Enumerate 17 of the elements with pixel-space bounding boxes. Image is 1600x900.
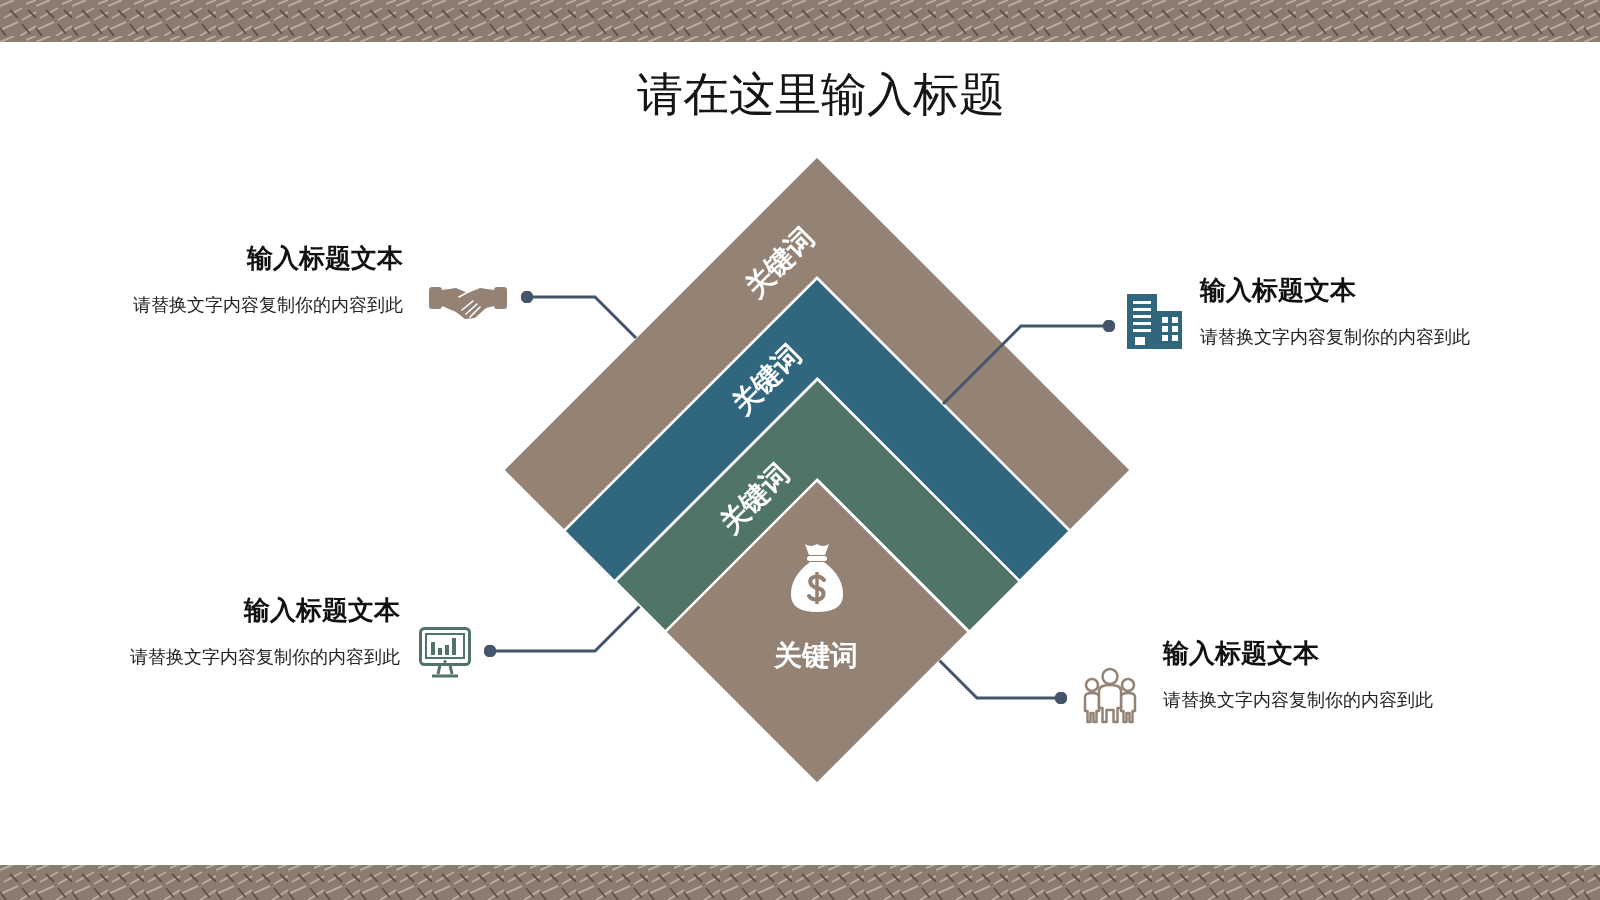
body-text: 请替换文字内容复制你的内容到此: [130, 645, 400, 669]
keyword-label: 关键词: [714, 458, 796, 540]
keyword-label: 关键词: [726, 339, 808, 421]
heading: 输入标题文本: [247, 242, 403, 274]
title: 请在这里输入标题: [637, 66, 1005, 123]
heading: 输入标题文本: [244, 594, 400, 626]
keyword-label: 关键词: [774, 640, 858, 672]
leader-line: [941, 319, 1116, 406]
body-text: 请替换文字内容复制你的内容到此: [133, 293, 403, 317]
heading: 输入标题文本: [1163, 637, 1319, 669]
leader-line: [938, 659, 1068, 705]
heading: 输入标题文本: [1200, 274, 1356, 306]
leader-line: [520, 290, 638, 340]
body-text: 请替换文字内容复制你的内容到此: [1200, 325, 1470, 349]
body-text: 请替换文字内容复制你的内容到此: [1163, 688, 1433, 712]
leader-line: [483, 605, 641, 658]
keyword-label: 关键词: [739, 222, 821, 304]
